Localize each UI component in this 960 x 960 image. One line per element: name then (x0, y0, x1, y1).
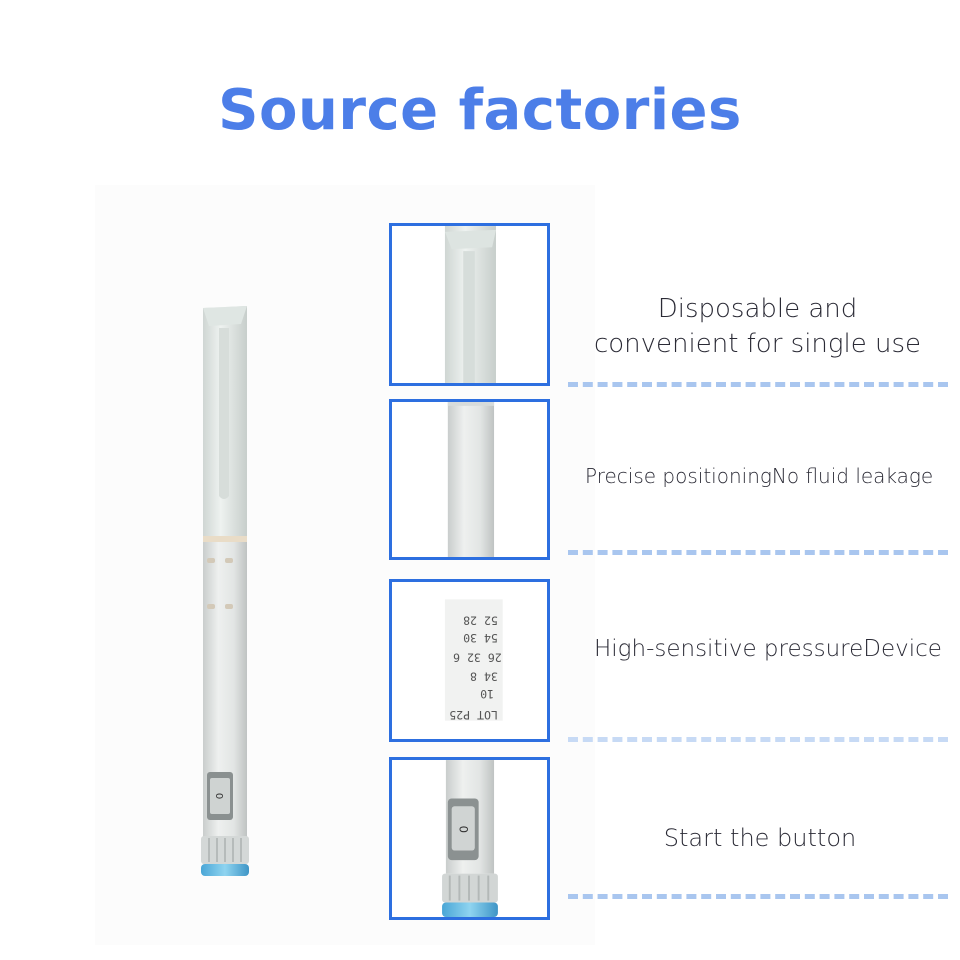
scale-label-top: 52 28 (463, 614, 498, 628)
detail-box-scale: 52 28 54 30 26 32 6 34 8 10 LOT P25 (389, 579, 550, 742)
divider-1 (568, 382, 948, 387)
scale-label-row3: 26 32 6 (453, 650, 502, 664)
feature-caption-1-line1: Disposable and (657, 294, 858, 324)
scale-label-row4: 34 8 (470, 670, 498, 684)
scale-detail-image: 52 28 54 30 26 32 6 34 8 10 LOT P25 (444, 599, 503, 722)
feature-caption-3: High-sensitive pressureDevice (594, 636, 942, 662)
page-title: Source factories (218, 78, 742, 143)
button-detail-image: 0 (442, 760, 498, 917)
feature-caption-1: Disposable and convenient for single use (565, 292, 950, 362)
divider-4 (568, 894, 948, 899)
feature-caption-4: Start the button (663, 824, 857, 852)
svg-text:0: 0 (213, 793, 224, 799)
scale-label-lot: LOT P25 (449, 708, 498, 722)
detail-box-barrel (389, 399, 550, 560)
feature-caption-1-line2: convenient for single use (593, 329, 922, 359)
detail-box-button: 0 (389, 757, 550, 920)
insulin-pen-image: 0 (201, 306, 249, 876)
barrel-detail-image (447, 402, 495, 557)
divider-2 (568, 550, 948, 555)
dose-window-value: 0 (456, 826, 470, 833)
scale-label-row5: 10 (480, 687, 494, 701)
divider-3 (568, 737, 948, 742)
detail-box-cap (389, 223, 550, 386)
scale-label-row2: 54 30 (463, 631, 498, 645)
cap-detail-image (444, 226, 496, 383)
feature-caption-2: Precise positioningNo fluid leakage (585, 464, 934, 488)
